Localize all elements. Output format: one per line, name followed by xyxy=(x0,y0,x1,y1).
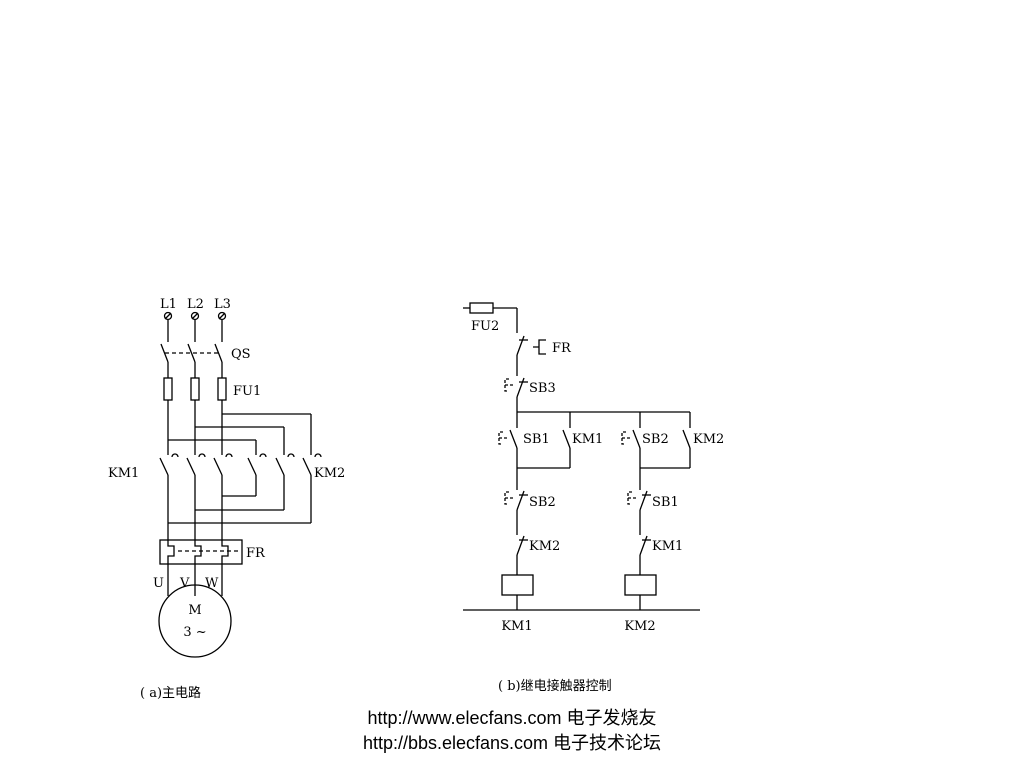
fr-label: FR xyxy=(246,546,266,561)
motor-label-m: M xyxy=(188,603,201,618)
fr-contact xyxy=(516,335,546,356)
km2-hold-contact xyxy=(682,429,691,449)
sb2-start-button xyxy=(621,429,641,449)
fu2-label: FU2 xyxy=(471,319,499,334)
sb2-label: SB2 xyxy=(642,432,669,447)
control-circuit xyxy=(463,302,700,611)
fr-contact-label: FR xyxy=(552,341,572,356)
phase-label-l1: L1 xyxy=(160,297,177,312)
sb1-start-button xyxy=(498,429,518,449)
phase-label-l2: L2 xyxy=(187,297,204,312)
km1-contacts xyxy=(159,453,233,476)
km1-coil-label: KM1 xyxy=(501,619,532,634)
km1-label: KM1 xyxy=(108,466,139,481)
fu1-label: FU1 xyxy=(233,384,261,399)
sb1-label: SB1 xyxy=(523,432,550,447)
sb1-interlock-label: SB1 xyxy=(652,495,679,510)
main-circuit xyxy=(158,311,322,658)
sb3-stop-button xyxy=(504,377,528,398)
sb2-interlock-label: SB2 xyxy=(529,495,556,510)
output-label-v: V xyxy=(179,576,190,591)
output-label-w: W xyxy=(205,576,219,591)
caption-main-circuit: ( a)主电路 xyxy=(140,686,202,701)
control-circuit-labels: FU2 FR SB3 SB1 KM1 SB2 KM2 SB2 SB1 KM2 K… xyxy=(471,319,724,634)
fr-overload xyxy=(159,539,243,565)
phase-label-l3: L3 xyxy=(214,297,231,312)
sb1-interlock xyxy=(627,490,651,511)
km1-hold-contact xyxy=(562,429,571,449)
km2-interlock-label: KM2 xyxy=(529,539,560,554)
km1-hold-label: KM1 xyxy=(572,432,603,447)
km1-interlock-label: KM1 xyxy=(652,539,683,554)
main-circuit-labels: L1 L2 L3 QS FU1 KM1 KM2 FR U V W M 3 ~ xyxy=(108,297,345,640)
qs-switch xyxy=(160,343,223,363)
caption-control-circuit: ( b)继电接触器控制 xyxy=(498,679,612,694)
km2-label: KM2 xyxy=(314,466,345,481)
km1-interlock xyxy=(639,535,651,556)
km1-coil xyxy=(501,574,534,596)
footer-links[interactable]: http://www.elecfans.com 电子发烧友 http://bbs… xyxy=(362,708,662,753)
km2-coil-label: KM2 xyxy=(624,619,655,634)
output-label-u: U xyxy=(153,576,164,591)
sb3-label: SB3 xyxy=(529,381,556,396)
km2-interlock xyxy=(516,535,528,556)
km2-coil xyxy=(624,574,657,596)
motor xyxy=(158,584,232,658)
km2-hold-label: KM2 xyxy=(693,432,724,447)
fu1-fuses xyxy=(163,377,227,401)
qs-label: QS xyxy=(231,347,251,362)
km2-contacts xyxy=(247,453,322,476)
phase-terminals xyxy=(163,311,227,321)
fu2-fuse xyxy=(469,302,494,314)
motor-label-phase: 3 ~ xyxy=(183,625,206,640)
sb2-interlock xyxy=(504,490,528,511)
